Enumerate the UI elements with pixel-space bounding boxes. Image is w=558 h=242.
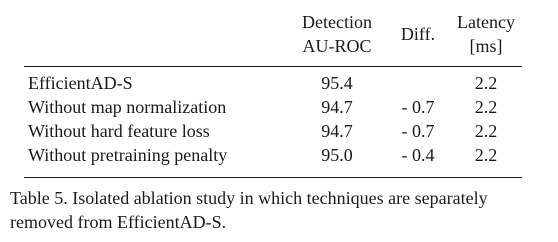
header-diff: Diff. bbox=[400, 24, 436, 44]
header-latency-line2: [ms] bbox=[469, 36, 503, 56]
table-caption: Table 5. Isolated ablation study in whic… bbox=[10, 186, 550, 234]
row-latency: 2.2 bbox=[474, 145, 498, 165]
row-name: Without map normalization bbox=[28, 97, 227, 117]
table-row: Without map normalization 94.7 - 0.7 2.2 bbox=[24, 94, 522, 120]
row-latency: 2.2 bbox=[474, 97, 498, 117]
row-detection: 94.7 bbox=[321, 121, 353, 141]
header-detection-line1: Detection bbox=[302, 12, 372, 32]
header-latency: Latency [ms] bbox=[448, 10, 524, 58]
row-diff: - 0.7 bbox=[401, 121, 435, 141]
header-detection-line2: AU-ROC bbox=[302, 36, 372, 56]
ablation-table: Detection AU-ROC Diff. Latency [ms] Effi… bbox=[24, 10, 522, 178]
bottom-rule bbox=[24, 177, 522, 178]
row-detection: 94.7 bbox=[321, 97, 353, 117]
row-diff: - 0.4 bbox=[401, 145, 435, 165]
row-latency: 2.2 bbox=[474, 121, 498, 141]
row-diff: - 0.7 bbox=[401, 97, 435, 117]
header-detection: Detection AU-ROC bbox=[282, 10, 392, 58]
caption-line2: removed from EfficientAD-S. bbox=[10, 212, 227, 232]
table-row: Without hard feature loss 94.7 - 0.7 2.2 bbox=[24, 118, 522, 144]
caption-line1: Table 5. Isolated ablation study in whic… bbox=[10, 188, 488, 208]
row-name: EfficientAD-S bbox=[28, 73, 133, 93]
row-detection: 95.0 bbox=[321, 145, 353, 165]
table-row: Without pretraining penalty 95.0 - 0.4 2… bbox=[24, 142, 522, 168]
table-header: Detection AU-ROC Diff. Latency [ms] bbox=[24, 10, 522, 62]
header-rule bbox=[24, 66, 522, 67]
table-row: EfficientAD-S 95.4 2.2 bbox=[24, 70, 522, 96]
row-name: Without hard feature loss bbox=[28, 121, 210, 141]
row-latency: 2.2 bbox=[474, 73, 498, 93]
header-latency-line1: Latency bbox=[457, 12, 515, 32]
row-detection: 95.4 bbox=[321, 73, 353, 93]
row-name: Without pretraining penalty bbox=[28, 145, 228, 165]
